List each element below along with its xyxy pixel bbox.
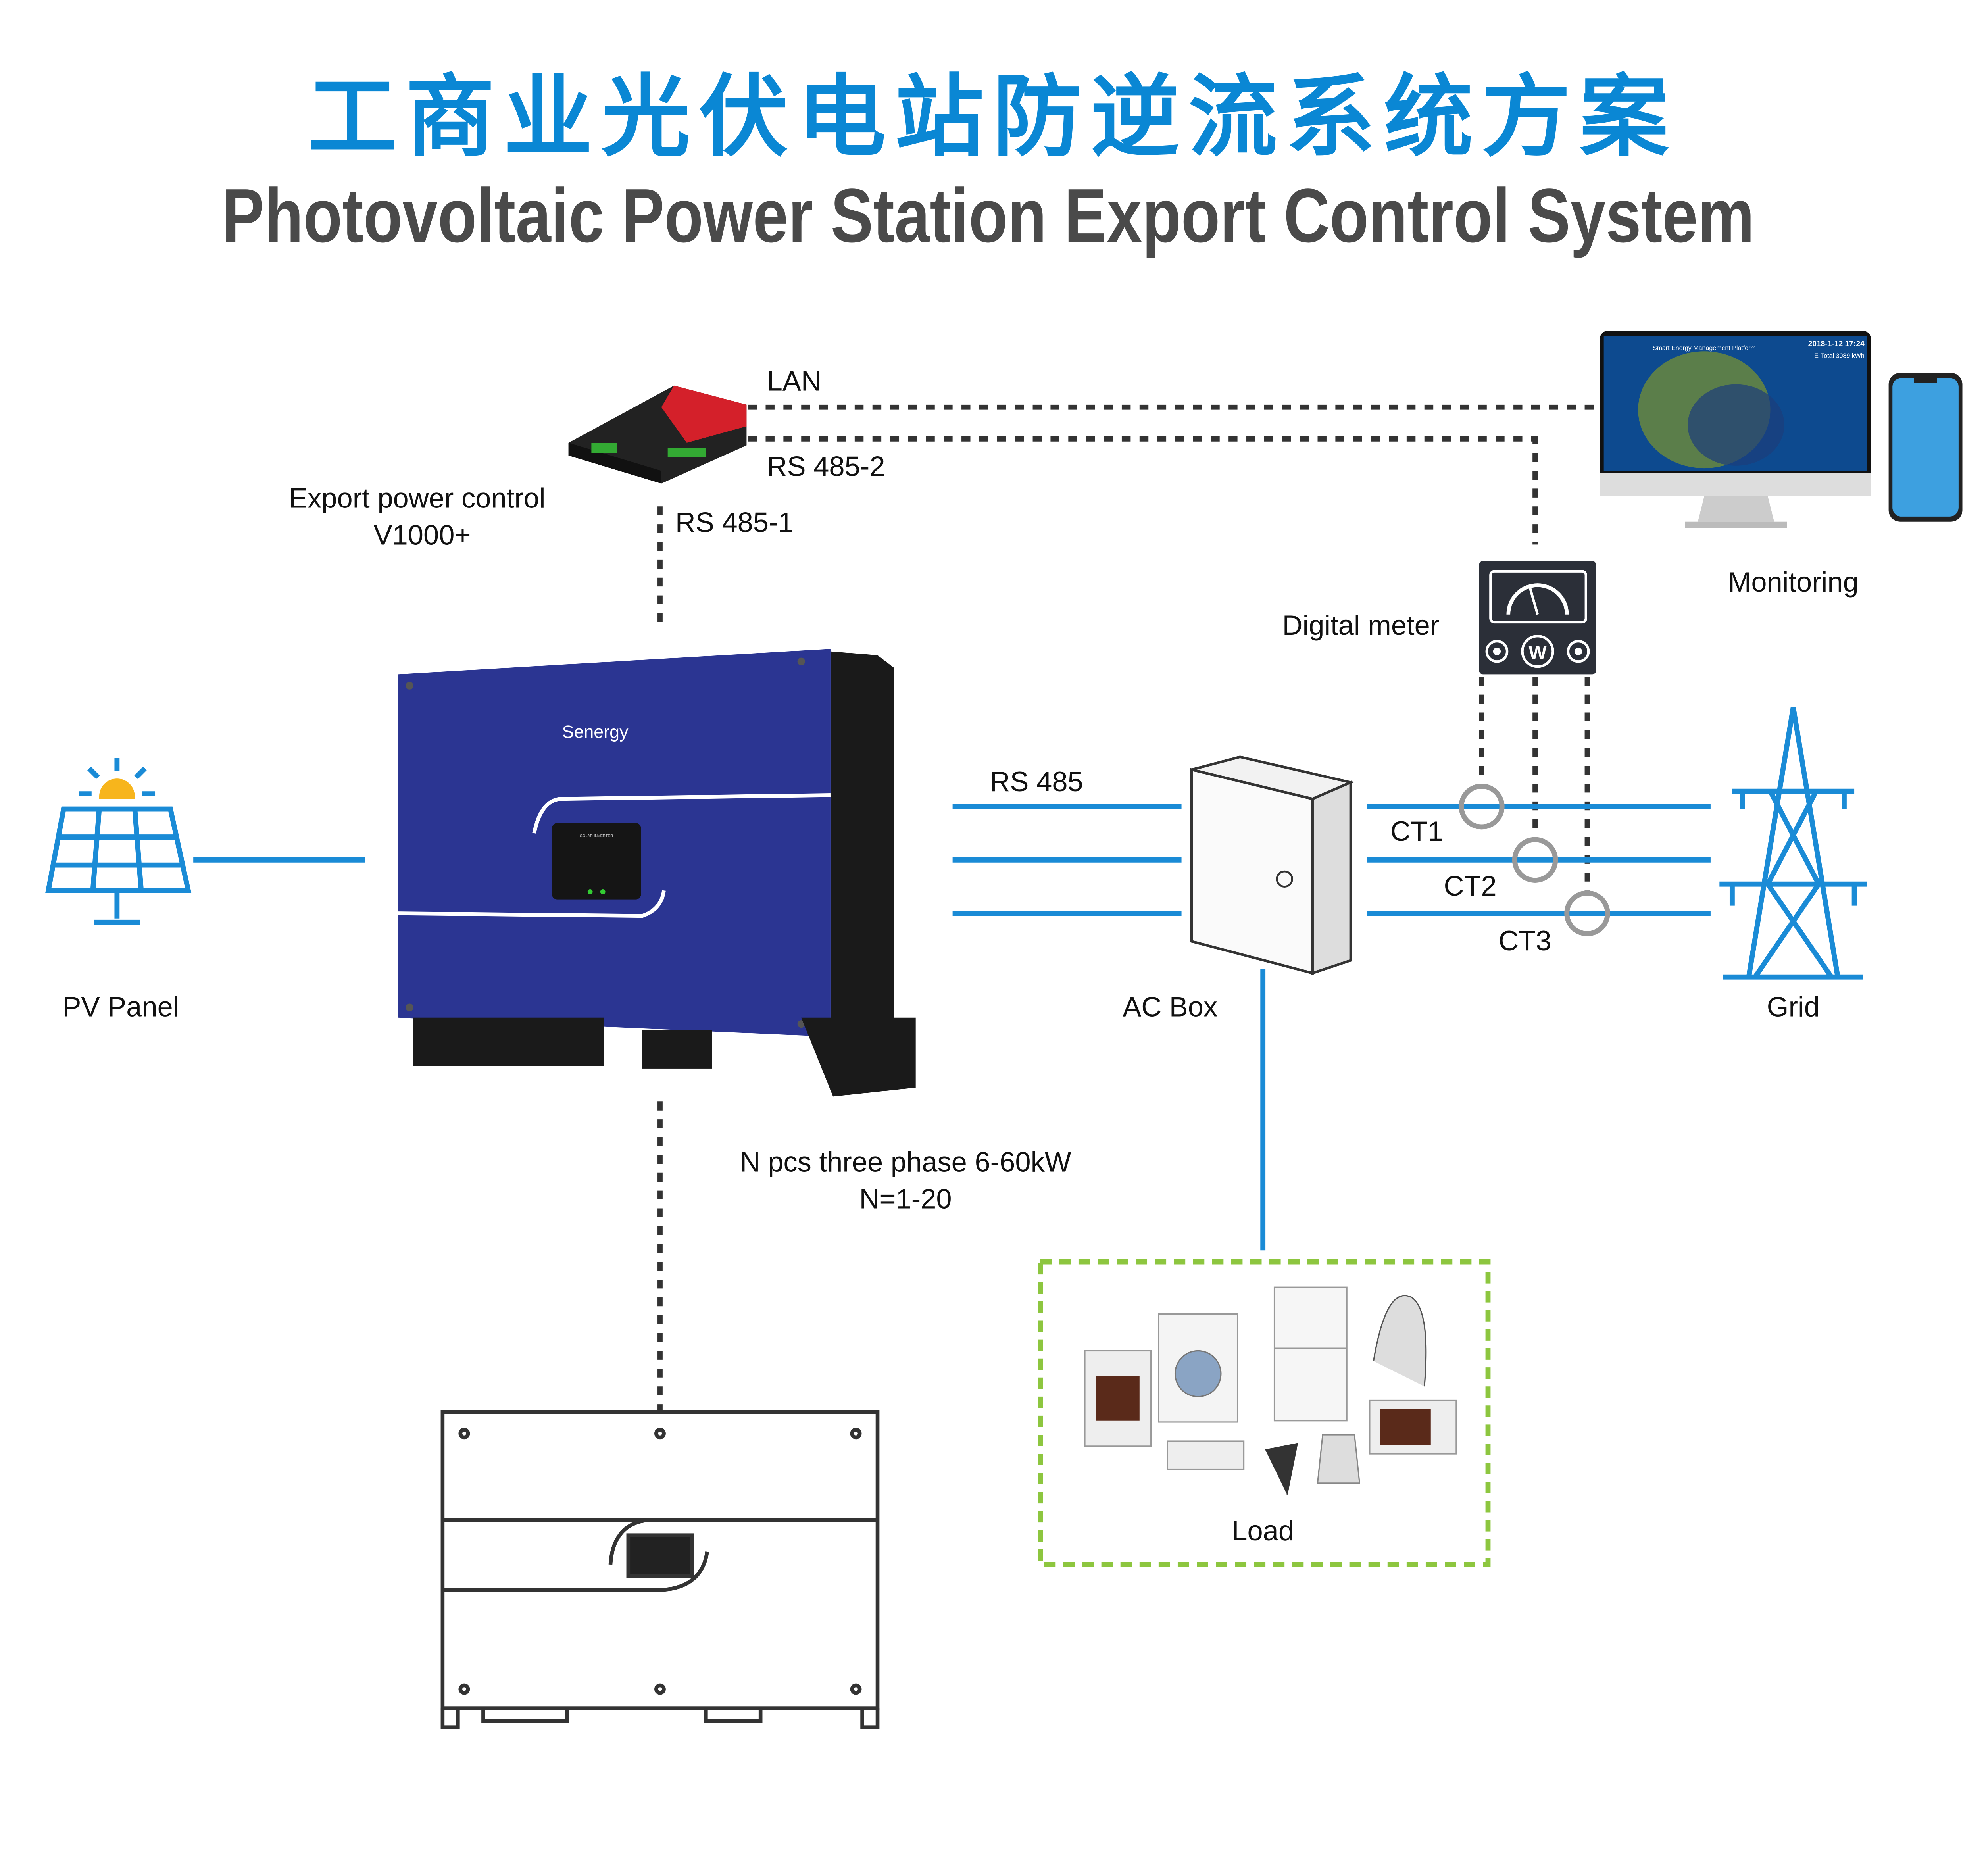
inverter-count: N=1-20 [859,1183,952,1214]
inverter-caption: N pcs three phase 6-60kW [740,1146,1071,1178]
ct-signal-lines [1479,677,1590,893]
appliances-image [1084,1286,1457,1495]
lan-label: LAN [767,365,821,397]
monitor-screen-title: Smart Energy Management Platform [1653,344,1756,352]
rs485-2-line [748,436,1538,545]
inverter-brand-logo: Senergy [562,722,629,742]
chinese-title: 工商业光伏电站防逆流系统方案 [308,65,1669,169]
controller-label: Export power control [289,482,546,513]
pv-panel-label: PV Panel [63,991,179,1023]
ct1-label: CT1 [1390,815,1443,847]
grid-lines [1367,804,1711,916]
load-box [1038,1259,1491,1567]
rs485-2-label: RS 485-2 [767,450,885,482]
ct-sensors [1459,783,1610,936]
meter-symbol: W [1528,642,1547,663]
monitor-screen-datetime: 2018-1-12 17:24 [1808,340,1865,348]
english-title: Photovoltaic Power Station Export Contro… [222,173,1754,258]
rs485-1-label: RS 485-1 [675,506,794,538]
ct3-label: CT3 [1498,925,1551,956]
ac-box-label: AC Box [1123,991,1217,1023]
monitor-computer: Smart Energy Management Platform 2018-1-… [1600,331,1871,528]
controller-model: V1000+ [374,519,471,550]
export-control-diagram: 工商业光伏电站防逆流系统方案 Photovoltaic Power Statio… [45,65,1963,1729]
monitoring-label: Monitoring [1728,566,1859,598]
digital-meter-label: Digital meter [1282,609,1440,641]
grid-label: Grid [1767,991,1820,1023]
mobile-phone [1888,373,1963,522]
digital-meter: W [1479,561,1596,675]
inverter-ac-lines [952,804,1182,916]
monitor-screen-etotal: E-Total 3089 kWh [1814,352,1864,359]
pv-panel-icon [45,758,192,925]
solar-inverter: SOLAR INVERTER Senergy [398,649,916,1097]
inverter-panel-text: SOLAR INVERTER [580,834,613,838]
ac-box [1190,755,1355,975]
ct2-label: CT2 [1444,870,1497,901]
load-label: Load [1232,1515,1294,1546]
rs485-label: RS 485 [990,766,1083,797]
controller-device [568,385,747,484]
grid-tower-icon [1719,707,1867,980]
inverter-outline [440,1410,880,1729]
